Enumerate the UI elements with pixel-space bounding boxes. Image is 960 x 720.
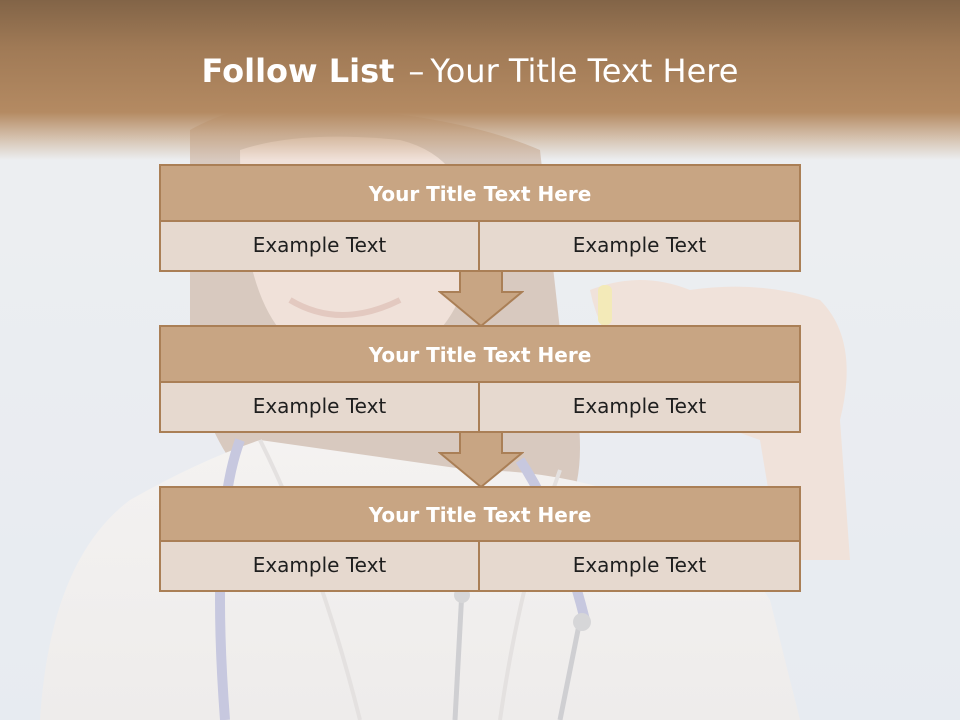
list-block-title: Your Title Text Here xyxy=(159,164,801,222)
list-block-cell-left: Example Text xyxy=(159,542,480,592)
slide-title: Follow List–Your Title Text Here xyxy=(0,52,940,90)
down-arrow-icon xyxy=(438,270,524,328)
list-block-1: Your Title Text Here Example Text Exampl… xyxy=(159,164,801,272)
list-block-cell-left: Example Text xyxy=(159,383,480,433)
list-block-cell-right: Example Text xyxy=(478,383,801,433)
list-block-row: Example Text Example Text xyxy=(159,542,801,592)
list-block-cell-left: Example Text xyxy=(159,222,480,272)
list-block-title: Your Title Text Here xyxy=(159,325,801,383)
slide-title-bold: Follow List xyxy=(201,52,395,90)
slide-title-rest: Your Title Text Here xyxy=(430,52,739,90)
list-block-2: Your Title Text Here Example Text Exampl… xyxy=(159,325,801,433)
down-arrow-icon xyxy=(438,431,524,489)
list-block-cell-right: Example Text xyxy=(478,542,801,592)
header-band xyxy=(0,0,960,160)
slide-title-separator: – xyxy=(408,52,425,90)
list-block-title: Your Title Text Here xyxy=(159,486,801,542)
list-block-row: Example Text Example Text xyxy=(159,383,801,433)
list-block-row: Example Text Example Text xyxy=(159,222,801,272)
list-block-cell-right: Example Text xyxy=(478,222,801,272)
list-block-3: Your Title Text Here Example Text Exampl… xyxy=(159,486,801,592)
